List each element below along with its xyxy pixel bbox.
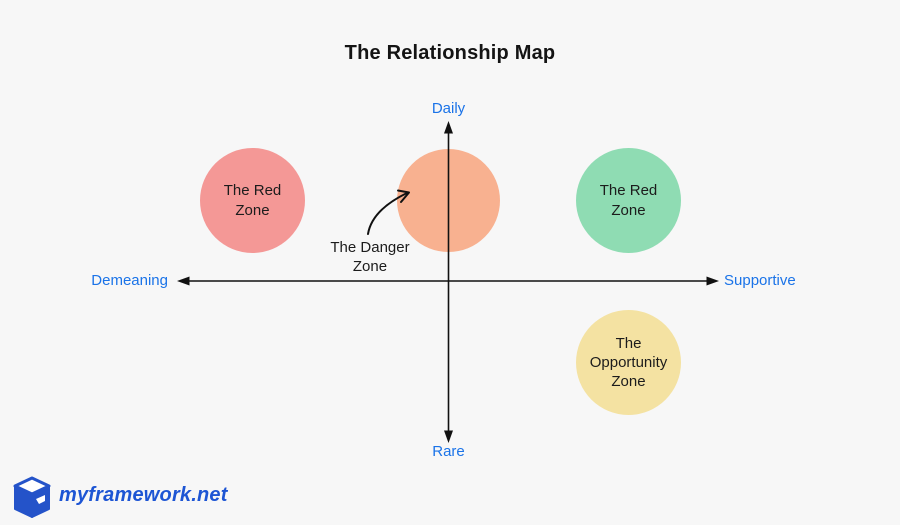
zone-red-left: The Red Zone: [200, 148, 305, 253]
zone-opportunity: The Opportunity Zone: [576, 310, 681, 415]
zone-red-right: The Red Zone: [576, 148, 681, 253]
axis-label-daily: Daily: [431, 100, 466, 117]
x-axis-left-arrowhead: [177, 276, 190, 286]
y-axis-top-arrowhead: [444, 121, 453, 134]
zone-red-right-label: The Red Zone: [599, 182, 658, 219]
zone-danger: [397, 149, 500, 252]
zone-opportunity-label: The Opportunity Zone: [589, 334, 668, 391]
footer-brand: myframework.net: [10, 472, 228, 518]
axis-label-supportive: Supportive: [724, 272, 796, 289]
cube-logo-icon: [13, 476, 51, 518]
danger-zone-annotation-label: The Danger Zone: [330, 239, 410, 276]
x-axis-right-arrowhead: [706, 276, 719, 286]
brand-link[interactable]: myframework.net: [59, 483, 228, 506]
zone-red-left-label: The Red Zone: [223, 182, 282, 219]
y-axis-bottom-arrowhead: [444, 430, 453, 443]
axis-label-demeaning: Demeaning: [91, 272, 168, 289]
axis-label-rare: Rare: [432, 443, 465, 460]
page-title: The Relationship Map: [344, 42, 556, 64]
